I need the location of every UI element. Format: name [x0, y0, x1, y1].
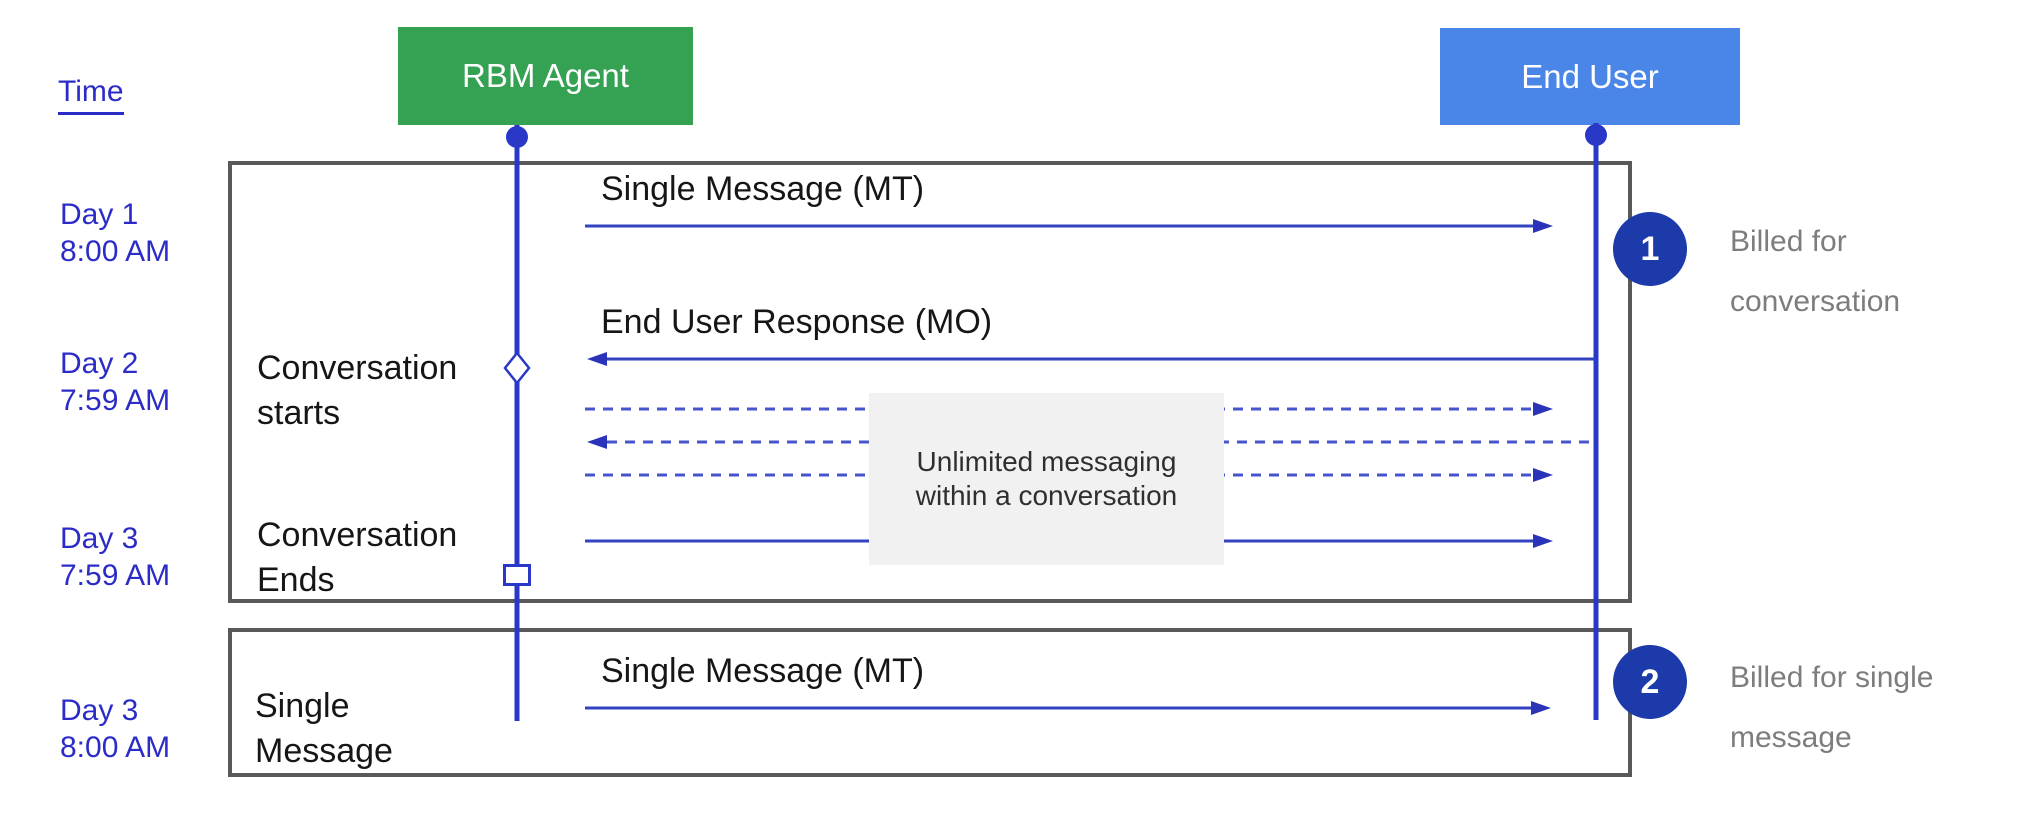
time-axis-label: Time	[58, 75, 124, 115]
time-tick-day1: Day 1 8:00 AM	[60, 196, 170, 270]
tick-time: 8:00 AM	[60, 731, 171, 764]
mo-arrow-day2-head	[587, 352, 607, 366]
unlimited-messaging-note: Unlimited messaging within a conversatio…	[869, 393, 1224, 565]
mt-message-label-single: Single Message (MT)	[601, 652, 925, 690]
mt-arrow-single-message-head	[1531, 701, 1551, 715]
billed-for-conversation-label: Billed for conversation	[1730, 225, 1901, 318]
time-tick-day2: Day 2 7:59 AM	[60, 345, 170, 419]
tick-day: Day 3	[60, 694, 139, 727]
billing-step-1-badge: 1	[1613, 212, 1687, 286]
tick-day: Day 1	[60, 198, 139, 231]
mt-arrow-day3-head	[1533, 534, 1553, 548]
conversation-starts-label: Conversation starts	[257, 349, 458, 432]
billing-step-2-badge: 2	[1613, 645, 1687, 719]
tick-time: 7:59 AM	[60, 384, 171, 417]
unlimited-messaging-note-text: Unlimited messaging within a conversatio…	[915, 446, 1178, 511]
rbm-agent-box: RBM Agent	[398, 27, 693, 125]
conversation-end-marker	[503, 564, 531, 586]
conversation-start-marker	[503, 350, 531, 386]
tick-day: Day 3	[60, 522, 139, 555]
time-tick-day3: Day 3 7:59 AM	[60, 520, 170, 594]
tick-time: 8:00 AM	[60, 235, 171, 268]
tick-day: Day 2	[60, 347, 139, 380]
rbm-agent-label: RBM Agent	[462, 57, 629, 94]
dashed-arrow-1-head	[1533, 402, 1553, 416]
mt-arrow-day1-head	[1533, 219, 1553, 233]
mo-message-label-day2: End User Response (MO)	[601, 303, 993, 341]
agent-lifeline-anchor-dot	[506, 126, 528, 148]
single-message-row-label: Single Message	[255, 687, 393, 770]
billing-step-2-number: 2	[1640, 662, 1660, 701]
dashed-arrow-2-head	[587, 435, 607, 449]
time-tick-day3-single: Day 3 8:00 AM	[60, 692, 170, 766]
billing-step-1-number: 1	[1640, 229, 1660, 268]
conversation-frame	[228, 161, 1632, 603]
billed-for-single-message-label: Billed for single message	[1730, 661, 1934, 754]
mt-message-label-day1: Single Message (MT)	[601, 170, 925, 208]
conversation-ends-label: Conversation Ends	[257, 516, 458, 599]
end-user-lifeline-anchor-dot	[1585, 124, 1607, 146]
dashed-arrow-3-head	[1533, 468, 1553, 482]
tick-time: 7:59 AM	[60, 559, 171, 592]
end-user-label: End User	[1521, 57, 1659, 95]
end-user-box: End User	[1440, 28, 1740, 125]
